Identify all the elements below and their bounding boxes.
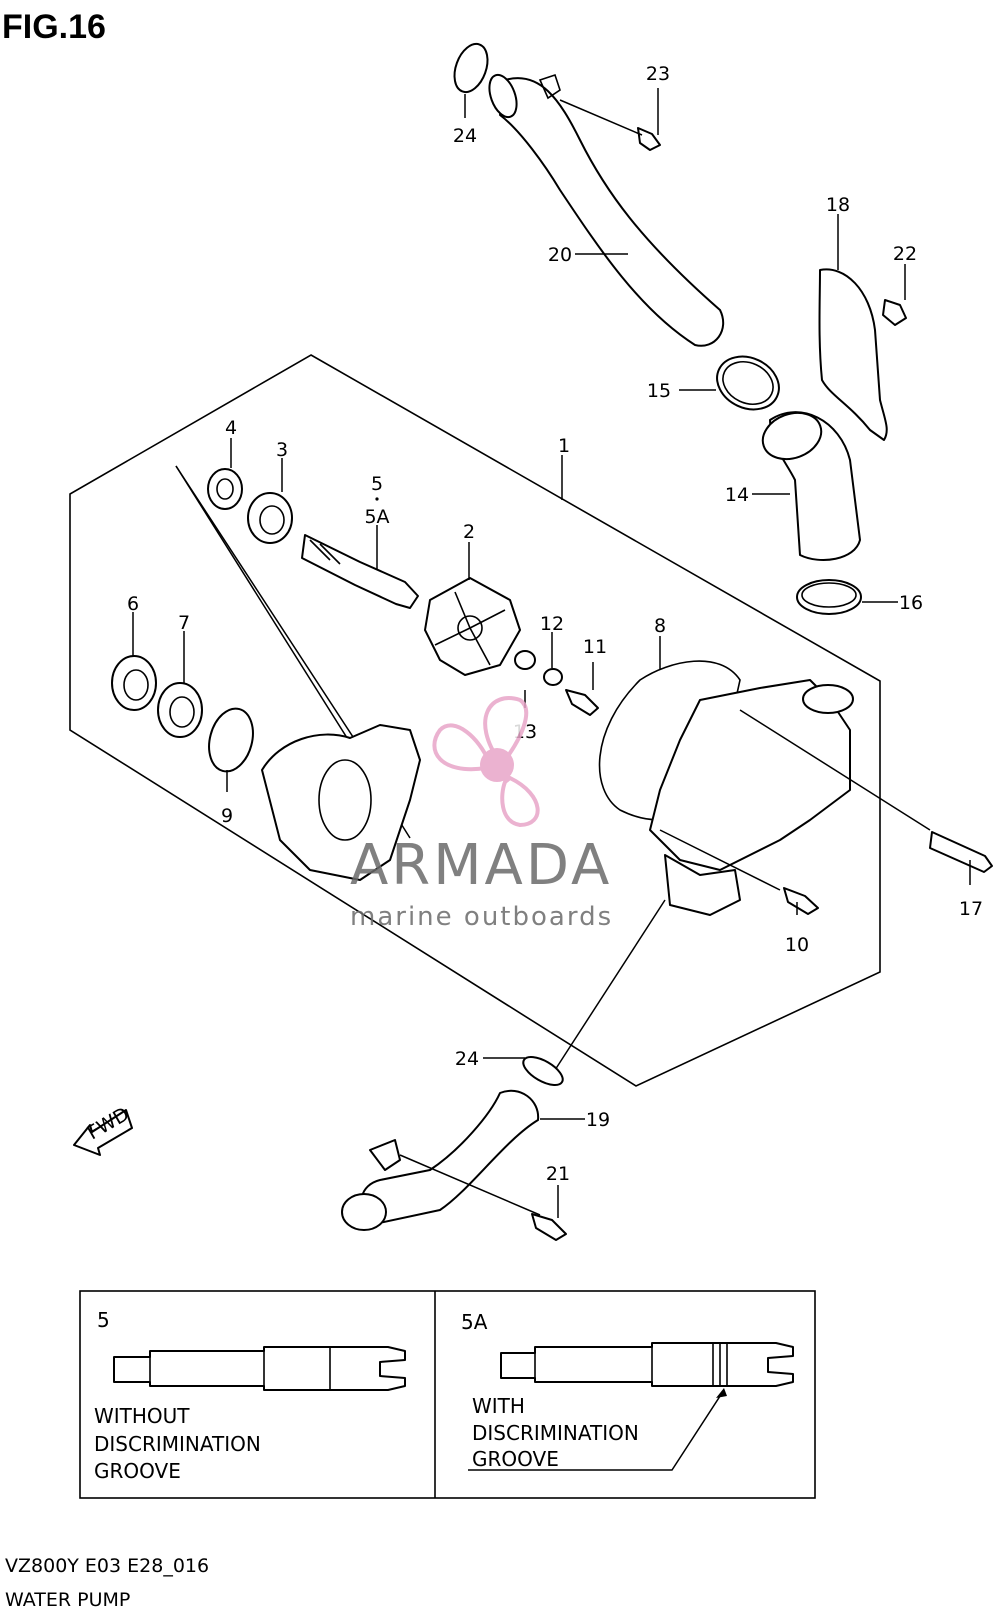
inset-left-note-1: WITHOUT: [94, 1404, 190, 1428]
shaft-with-groove: [500, 1342, 794, 1387]
inset-right-label: 5A: [461, 1310, 488, 1334]
impeller-hub: [457, 615, 483, 641]
lower-pipe-end: [341, 1193, 387, 1231]
bolt-23: [637, 127, 661, 151]
bolt-17: [929, 831, 993, 873]
inset-left-note-2: DISCRIMINATION: [94, 1432, 261, 1456]
bolt-axis: [559, 99, 643, 136]
shaft-thread: [309, 539, 331, 561]
callout-23: 23: [646, 63, 670, 85]
propeller-logo-icon: [432, 696, 540, 828]
o-ring-9: [208, 707, 254, 773]
pump-cover-inlet: [664, 854, 741, 916]
o-ring-bottom: [522, 1056, 564, 1086]
callout-12: 12: [540, 613, 564, 635]
callout-8: 8: [654, 615, 666, 637]
impeller-shaft-5: [301, 534, 419, 609]
hose-clamp-15-inner: [722, 361, 774, 405]
inset-frame: [79, 1290, 816, 1499]
shaft-without-groove: [113, 1346, 406, 1391]
upper-hose: [499, 77, 725, 347]
callout-dot: [375, 497, 379, 501]
callout-4: 4: [225, 417, 237, 439]
inset-right-note-2: DISCRIMINATION: [472, 1421, 639, 1445]
callout-leaders: [132, 88, 971, 1218]
washer-12: [543, 668, 563, 686]
bearing-6: [111, 655, 157, 711]
bolt-10: [783, 887, 819, 915]
forward-direction-marker: FWD: [73, 1103, 133, 1156]
pump-cover: [649, 679, 851, 871]
callout-9: 9: [221, 805, 233, 827]
shaft-variant-inset: 5 WITHOUT DISCRIMINATION GROOVE 5A WITH …: [79, 1290, 816, 1499]
callout-6: 6: [127, 593, 139, 615]
callout-24-top: 24: [453, 125, 477, 147]
fwd-arrow-icon: [73, 1109, 133, 1156]
callout-21: 21: [546, 1163, 570, 1185]
model-code: VZ800Y E03 E28_016: [5, 1555, 209, 1577]
mech-seal-3-inner: [259, 505, 285, 535]
hose-bracket: [538, 73, 561, 100]
oil-seal-4: [207, 468, 243, 510]
callout-14: 14: [725, 484, 749, 506]
inset-left-label: 5: [97, 1308, 110, 1332]
callout-3: 3: [276, 439, 288, 461]
callout-15: 15: [647, 380, 671, 402]
inset-right-note-1: WITH: [472, 1394, 525, 1418]
oil-seal-4-inner: [216, 478, 234, 500]
watermark-tagline: marine outboards: [350, 902, 613, 932]
callout-10: 10: [785, 934, 809, 956]
callout-7: 7: [178, 612, 190, 634]
o-ring-top: [453, 42, 489, 94]
guide-line: [739, 709, 931, 831]
watermark-brand: ARMADA: [350, 833, 612, 898]
callout-24-bottom: 24: [455, 1048, 479, 1070]
guide-line: [659, 829, 781, 891]
callout-2: 2: [463, 521, 475, 543]
armada-watermark: ARMADA marine outboards: [350, 696, 613, 932]
lower-pipe-19: [360, 1089, 540, 1226]
groove-leader: [468, 1389, 725, 1471]
elbow-hose-14-end: [761, 411, 823, 461]
assembly-boundary: [69, 354, 881, 1087]
callout-20: 20: [548, 244, 572, 266]
callout-1: 1: [558, 435, 570, 457]
hose-clamp-16: [796, 579, 862, 615]
inset-left-note-3: GROOVE: [94, 1459, 181, 1483]
bolt-22: [882, 299, 907, 326]
pump-case-inner: [261, 724, 421, 881]
bearing-7: [157, 682, 203, 738]
assembly-name: WATER PUMP: [5, 1589, 130, 1611]
bearing-6-inner: [123, 669, 149, 701]
callout-5a: 5A: [364, 506, 389, 528]
hose-cover-18: [818, 268, 888, 441]
pump-case-bore: [318, 759, 372, 841]
lower-pipe-bracket: [369, 1139, 401, 1171]
bolt-11: [565, 689, 599, 716]
callout-17: 17: [959, 898, 983, 920]
figure-title: FIG.16: [2, 8, 106, 46]
washer-13: [514, 650, 536, 670]
callout-5: 5: [371, 473, 383, 495]
impeller-vane: [434, 591, 506, 666]
bolt-21: [531, 1213, 567, 1241]
callout-11: 11: [583, 636, 607, 658]
guide-line: [399, 1154, 541, 1216]
shaft-thread: [319, 543, 341, 565]
hose-clamp-16-inner: [801, 582, 857, 608]
callout-16: 16: [899, 592, 923, 614]
pump-cover-outlet: [802, 684, 854, 714]
groove-arrowhead: [716, 1388, 727, 1398]
upper-hose-end: [488, 73, 518, 119]
mech-seal-3: [247, 492, 293, 544]
callout-19: 19: [586, 1109, 610, 1131]
inset-right-note-3: GROOVE: [472, 1447, 559, 1471]
hose-clamp-15: [716, 355, 780, 411]
callout-18: 18: [826, 194, 850, 216]
callout-22: 22: [893, 243, 917, 265]
guide-line: [554, 899, 666, 1071]
bearing-7-inner: [169, 696, 195, 728]
